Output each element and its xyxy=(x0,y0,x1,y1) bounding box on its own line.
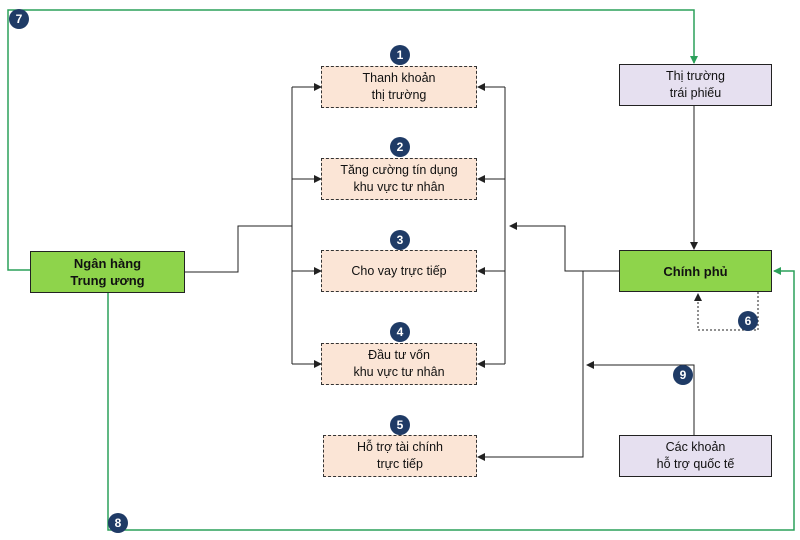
private-equity-node: Đầu tư vốn khu vực tư nhân xyxy=(321,343,477,385)
badge-2: 2 xyxy=(390,137,410,157)
badge-6: 6 xyxy=(738,311,758,331)
badge-8: 8 xyxy=(108,513,128,533)
badge-4: 4 xyxy=(390,322,410,342)
badge-1: 1 xyxy=(390,45,410,65)
direct-lending-node: Cho vay trực tiếp xyxy=(321,250,477,292)
direct-support-line2: trực tiếp xyxy=(377,457,423,471)
market-liquidity-line1: Thanh khoản xyxy=(362,71,436,85)
intl-to-line xyxy=(586,361,695,435)
market-liquidity-line2: thị trường xyxy=(371,88,427,102)
intl-support-line2: hỗ trợ quốc tế xyxy=(656,457,735,471)
badge-3: 3 xyxy=(390,230,410,250)
government-label: Chính phủ xyxy=(663,263,728,279)
direct-support-line1: Hỗ trợ tài chính xyxy=(356,440,443,454)
direct-financial-support-node: Hỗ trợ tài chính trực tiếp xyxy=(323,435,477,477)
gov-to-support xyxy=(477,270,619,461)
intl-support-line1: Các khoản xyxy=(665,440,726,454)
badge-5: 5 xyxy=(390,415,410,435)
central-bank-line2: Trung ương xyxy=(70,273,145,288)
gov-self-loop xyxy=(694,292,759,331)
bond-market-line2: trái phiếu xyxy=(669,86,722,100)
green-line-7 xyxy=(7,9,698,271)
private-equity-line2: khu vực tư nhân xyxy=(353,365,445,379)
government-node: Chính phủ xyxy=(619,250,772,292)
gov-to-bracket xyxy=(509,222,619,272)
central-bank-node: Ngân hàng Trung ương xyxy=(30,251,185,293)
bond-market-line1: Thị trường xyxy=(666,69,725,83)
green-line-8 xyxy=(107,267,795,531)
central-bank-connector xyxy=(185,225,292,273)
badge-7: 7 xyxy=(9,9,29,29)
direct-lending-label: Cho vay trực tiếp xyxy=(351,263,447,278)
private-credit-line1: Tăng cường tín dụng xyxy=(340,163,458,177)
market-liquidity-node: Thanh khoản thị trường xyxy=(321,66,477,108)
badge-9: 9 xyxy=(673,365,693,385)
private-credit-node: Tăng cường tín dụng khu vực tư nhân xyxy=(321,158,477,200)
private-credit-line2: khu vực tư nhân xyxy=(353,180,445,194)
bond-market-node: Thị trường trái phiếu xyxy=(619,64,772,106)
central-bank-line1: Ngân hàng xyxy=(73,256,142,271)
private-equity-line1: Đầu tư vốn xyxy=(368,348,430,362)
intl-support-node: Các khoản hỗ trợ quốc tế xyxy=(619,435,772,477)
